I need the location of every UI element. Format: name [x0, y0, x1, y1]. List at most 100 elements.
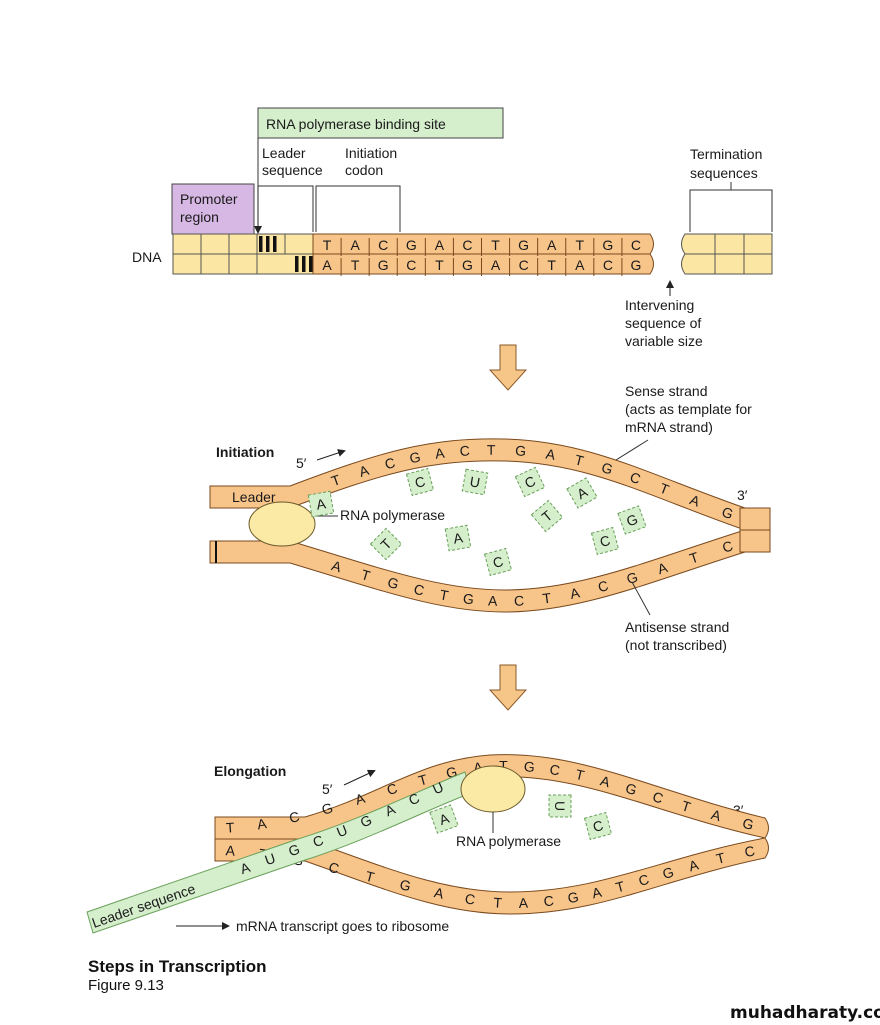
initiation-free-base-tile: G — [617, 505, 647, 535]
initiation-lower-base: G — [462, 590, 475, 607]
initiation-label-2: codon — [345, 162, 383, 178]
elongation-lower-base: A — [433, 884, 446, 902]
antisense-label-1: Antisense strand — [625, 619, 729, 635]
elongation-lower-base: A — [590, 884, 603, 902]
initiation-lower-base: A — [488, 593, 499, 609]
dna-lower-base: C — [519, 257, 529, 273]
transcript-label: mRNA transcript goes to ribosome — [236, 918, 449, 934]
initiation-free-base: C — [598, 532, 612, 550]
mrna-base: G — [286, 841, 302, 860]
dna-upper-base: A — [350, 237, 360, 253]
elongation-lower-base: T — [493, 894, 503, 911]
dna-lower-base: T — [435, 257, 444, 273]
promoter-label-1: Promoter — [180, 191, 238, 207]
initiation-free-base-tile: A — [444, 524, 472, 552]
leader-bracket — [257, 185, 314, 232]
elongation-upper-base: A — [256, 815, 269, 832]
dna-upper-base: T — [323, 237, 332, 253]
binding-site-label: RNA polymerase binding site — [266, 116, 446, 132]
initiation-upper-base: G — [408, 448, 422, 466]
dna-lower-base: A — [322, 257, 332, 273]
dna-label: DNA — [132, 249, 162, 265]
elongation-lower-base: C — [743, 842, 756, 860]
initiation-lower-base: A — [569, 584, 582, 602]
promoter-label-2: region — [180, 209, 219, 225]
initiation-free-base-tile: U — [461, 468, 489, 496]
dna-lower-base: A — [491, 257, 501, 273]
elongation-5prime: 5′ — [322, 781, 333, 797]
elongation-direction-arrow — [343, 769, 376, 786]
binding-site-box — [257, 107, 504, 139]
initiation-free-base-tile: T — [530, 499, 564, 533]
initiation-free-base: C — [491, 553, 505, 571]
leader-grid — [172, 233, 314, 275]
termination-bracket — [689, 182, 773, 232]
initiation-free-base: U — [469, 473, 482, 491]
leader-label-2: sequence — [262, 162, 323, 178]
intervening-label-2: sequence of — [625, 315, 701, 331]
elongation-upper-base: G — [741, 815, 755, 833]
initiation-lower-base: C — [514, 592, 525, 609]
elongation-upper-base: C — [548, 761, 561, 778]
initiation-rna-polymerase — [248, 501, 316, 547]
initiation-lower-base: T — [542, 589, 553, 606]
antisense-pointer — [631, 581, 651, 616]
initiation-3prime: 3′ — [737, 487, 748, 503]
initiation-title: Initiation — [216, 444, 274, 460]
elongation-free-nucleotides: A U C — [429, 794, 613, 841]
antisense-label-2: (not transcribed) — [625, 637, 727, 653]
elongation-lower-base: A — [518, 895, 529, 911]
initiation-free-base-tile: C — [514, 466, 546, 498]
elongation-free-base-tile: C — [583, 811, 613, 841]
mrna-base: U — [263, 850, 278, 868]
step-arrow-1 — [488, 344, 528, 391]
initiation-lower-base: C — [412, 581, 426, 599]
caption-figure: Figure 9.13 — [88, 977, 164, 994]
initiation-upper-base: T — [487, 442, 496, 458]
initiation-free-base-tile: C — [590, 526, 620, 556]
elongation-free-base-tile: U — [548, 794, 572, 818]
dna-upper-base: G — [406, 237, 417, 253]
initiation-free-base: G — [624, 511, 640, 530]
initiation-upper-base: G — [600, 459, 615, 478]
codon-bracket — [315, 185, 401, 232]
sense-label-1: Sense strand — [625, 383, 708, 399]
elongation-free-base: U — [552, 801, 568, 811]
dna-lower-base: G — [378, 257, 389, 273]
initiation-lower-base: G — [625, 569, 640, 588]
initiation-free-base-tile: T — [369, 527, 403, 561]
initiation-upper-base: A — [545, 446, 558, 463]
leader-label-1: Leader — [262, 145, 306, 161]
initiation-lower-base: G — [386, 574, 401, 592]
initiation-lower-base: C — [720, 537, 735, 555]
initiation-free-base-tile: A — [566, 477, 598, 509]
initiation-free-base: A — [315, 495, 328, 512]
dna-lower-base: T — [351, 257, 360, 273]
promoter-marks — [259, 236, 313, 272]
initiation-direction-arrow — [316, 449, 346, 461]
dna-lower-base: C — [603, 257, 613, 273]
elongation-upper-base: C — [288, 808, 302, 826]
dna-upper-base: T — [576, 237, 585, 253]
elongation-polymerase-label: RNA polymerase — [456, 833, 561, 849]
initiation-free-base: A — [452, 529, 465, 546]
dna-upper-base: T — [491, 237, 500, 253]
dna-lower-base: G — [631, 257, 642, 273]
elongation-lower-base: A — [225, 842, 236, 859]
dna-upper-base: A — [435, 237, 445, 253]
elongation-upper-base: C — [385, 780, 399, 798]
elongation-upper-base: T — [574, 766, 586, 784]
watermark: muhadharaty.com — [730, 1003, 880, 1023]
elongation-free-base: C — [591, 817, 605, 835]
elongation-free-base-tile: A — [429, 804, 459, 834]
initiation-5prime: 5′ — [296, 455, 307, 471]
dna-lower-base: T — [547, 257, 556, 273]
initiation-upper-base: A — [434, 445, 446, 462]
initiation-upper-base: G — [515, 442, 527, 459]
elongation-rna-polymerase — [460, 765, 526, 813]
caption-title: Steps in Transcription — [88, 957, 267, 976]
initiation-upper-base: C — [383, 454, 397, 472]
